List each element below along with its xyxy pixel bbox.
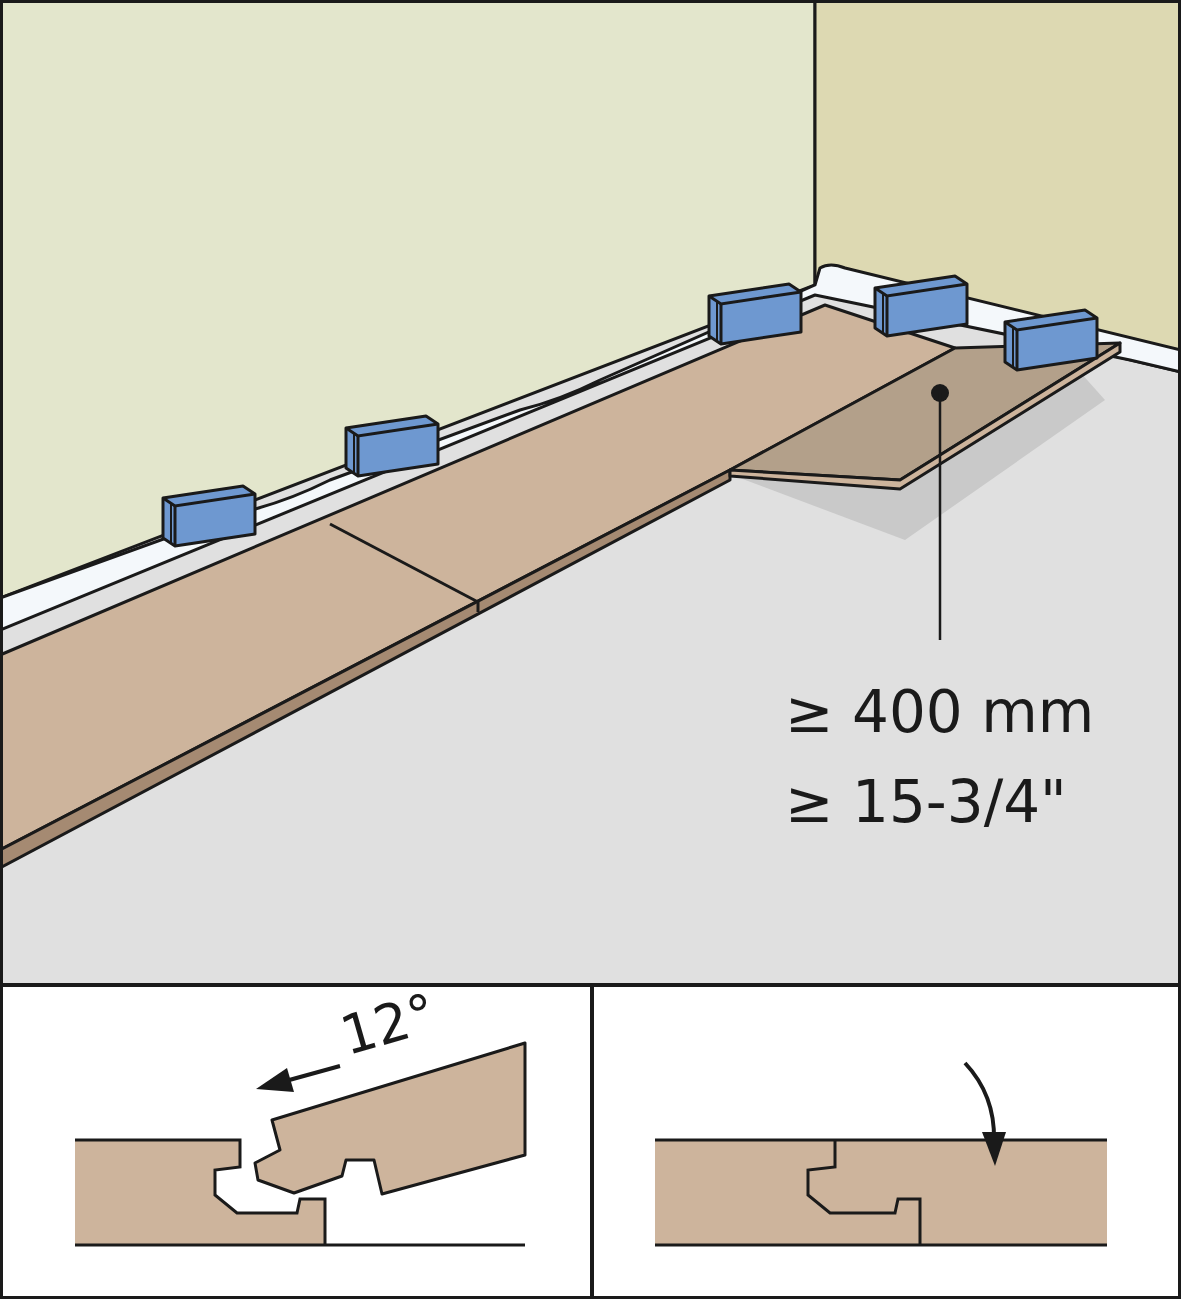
joined-boards <box>655 1140 1107 1245</box>
angled-board <box>255 1043 525 1194</box>
spacer-wedge <box>709 284 801 344</box>
frame-divider <box>590 985 594 1299</box>
board-bottom <box>655 1244 1107 1247</box>
board-row <box>0 305 955 850</box>
fold-arrow <box>965 1063 994 1140</box>
tilted-board-edge <box>730 343 1120 489</box>
dimension-metric: ≥ 400 mm <box>785 683 1094 741</box>
spacer-wedge <box>875 276 967 336</box>
dimension-imperial: ≥ 15-3/4" <box>785 773 1067 831</box>
detail-ground <box>0 985 1181 1299</box>
board-joint <box>330 524 478 602</box>
locked-joint <box>808 1140 920 1245</box>
spacer-wedge <box>1005 310 1097 370</box>
spacer-wedge <box>163 486 255 546</box>
board-top <box>655 1139 1107 1142</box>
push-arrow <box>282 1066 340 1082</box>
board-joint <box>477 602 480 612</box>
push-arrow-head <box>256 1068 294 1092</box>
board-edge <box>0 470 730 868</box>
floor <box>0 0 1181 985</box>
spacer-wedge <box>346 416 438 476</box>
subfloor-line <box>75 1244 525 1247</box>
leader-line <box>939 393 942 640</box>
fold-arrow-head <box>982 1132 1006 1166</box>
